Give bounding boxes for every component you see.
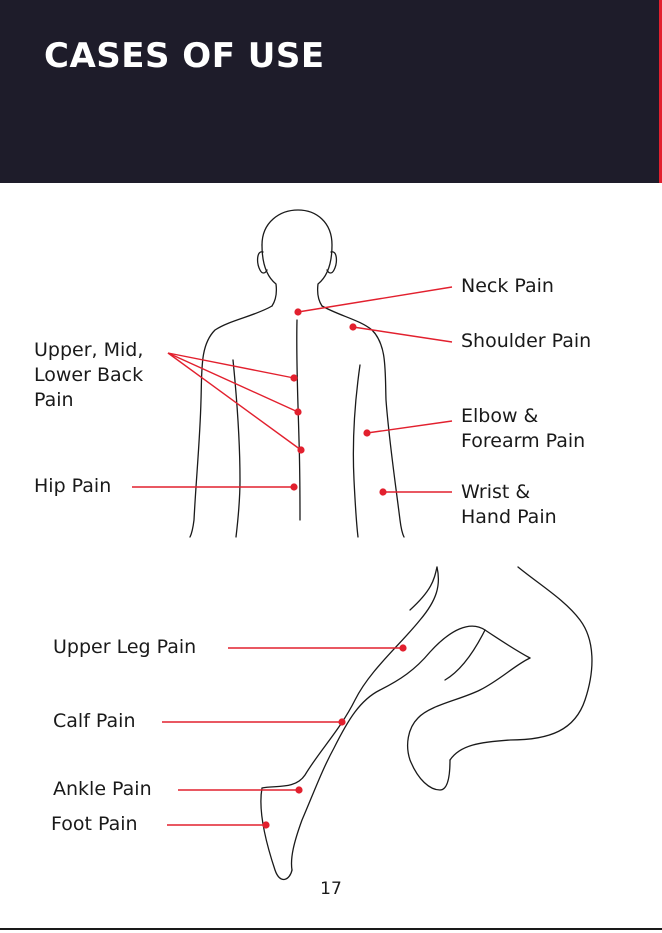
marker-neck	[294, 308, 301, 315]
label-calf-pain: Calf Pain	[53, 709, 136, 734]
label-upper-leg-pain: Upper Leg Pain	[53, 635, 196, 660]
marker-calf	[338, 718, 345, 725]
marker-dots	[262, 308, 406, 828]
connector-lines	[132, 287, 452, 825]
marker-back-lower	[297, 446, 304, 453]
leg-figure-outline	[261, 567, 592, 879]
label-back-pain: Upper, Mid, Lower Back Pain	[34, 338, 143, 413]
marker-hip	[290, 483, 297, 490]
label-neck-pain: Neck Pain	[461, 274, 554, 299]
connector-neck	[298, 287, 452, 312]
connector-back-lower	[168, 353, 301, 450]
label-shoulder-pain: Shoulder Pain	[461, 329, 591, 354]
label-elbow-forearm-pain: Elbow & Forearm Pain	[461, 404, 585, 454]
marker-foot	[262, 821, 269, 828]
label-hip-pain: Hip Pain	[34, 474, 111, 499]
marker-elbow	[363, 429, 370, 436]
marker-upper-leg	[399, 644, 406, 651]
bottom-rule	[0, 928, 662, 930]
connector-elbow	[367, 421, 452, 433]
marker-back-upper	[290, 374, 297, 381]
label-wrist-hand-pain: Wrist & Hand Pain	[461, 480, 557, 530]
connector-back-upper	[168, 353, 294, 378]
connector-shoulder	[353, 327, 452, 342]
page-number: 17	[0, 879, 662, 899]
marker-wrist	[379, 488, 386, 495]
label-ankle-pain: Ankle Pain	[53, 777, 152, 802]
marker-ankle	[295, 786, 302, 793]
label-foot-pain: Foot Pain	[51, 812, 138, 837]
marker-shoulder	[349, 323, 356, 330]
marker-back-mid	[294, 408, 301, 415]
